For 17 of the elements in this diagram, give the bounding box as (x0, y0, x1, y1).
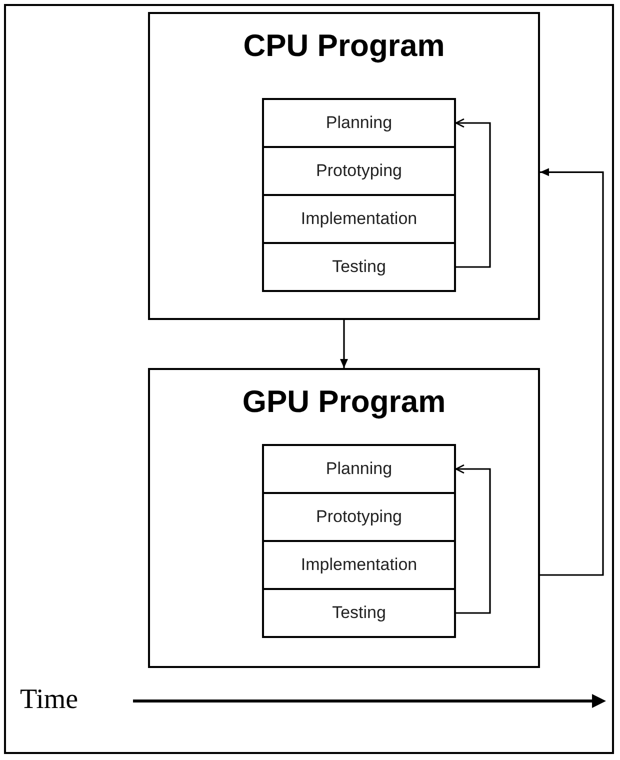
arrow (340, 320, 348, 368)
phase-row: Prototyping (262, 146, 456, 196)
arrow (455, 118, 491, 268)
program-title: GPU Program (242, 384, 446, 420)
program-box (148, 368, 540, 668)
phase-row: Testing (262, 588, 456, 638)
program-box (148, 12, 540, 320)
arrow (455, 464, 491, 614)
program-title: CPU Program (243, 28, 445, 64)
phase-row: Implementation (262, 540, 456, 590)
arrow (540, 168, 604, 576)
axis-label: Time (20, 684, 78, 716)
phase-row: Prototyping (262, 492, 456, 542)
phase-row: Implementation (262, 194, 456, 244)
phase-row: Planning (262, 98, 456, 148)
phase-row: Planning (262, 444, 456, 494)
phase-row: Testing (262, 242, 456, 292)
